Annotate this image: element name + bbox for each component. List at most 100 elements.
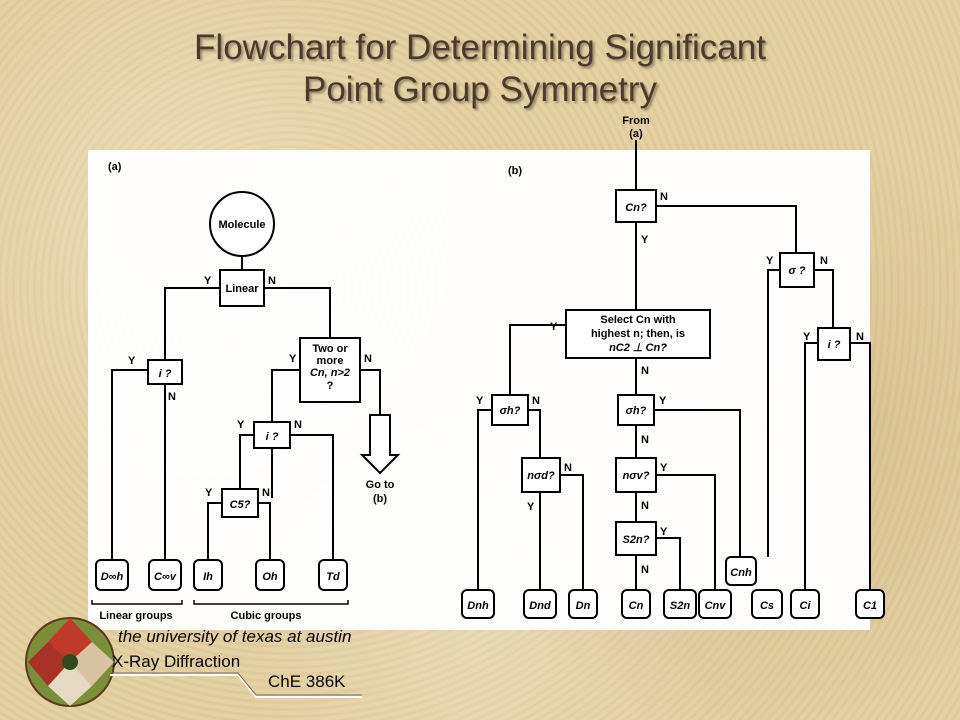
no-label: N <box>532 395 540 407</box>
inversion-node-b <box>817 327 851 361</box>
course-code: ChE 386K <box>268 672 346 691</box>
result-node <box>523 589 557 619</box>
from-line-1: From <box>622 115 650 127</box>
no-label: N <box>268 275 276 287</box>
no-label: N <box>820 255 828 267</box>
result-node <box>148 559 182 591</box>
group-brackets <box>91 600 349 605</box>
slide-title-line-2: Point Group Symmetry <box>303 70 657 109</box>
molecule-node <box>209 191 275 257</box>
result-node <box>568 589 598 619</box>
result-node <box>698 589 732 619</box>
result-label-ci: Ci <box>800 600 812 612</box>
select-cn-line-2: highest n; then, is <box>591 328 685 340</box>
result-label-dinfh: D∞h <box>101 571 124 583</box>
yes-label: Y <box>660 462 668 474</box>
result-node <box>255 559 285 591</box>
result-label-cnh: Cnh <box>730 567 752 579</box>
go-to-line-1: Go to <box>366 479 395 491</box>
from-line-2: (a) <box>629 128 643 140</box>
yes-label: Y <box>237 419 245 431</box>
result-label-ih: Ih <box>203 571 213 583</box>
yes-label: Y <box>803 331 811 343</box>
result-node <box>621 589 651 619</box>
yes-label: Y <box>289 353 297 365</box>
go-to-line-2: (b) <box>373 493 387 505</box>
sigma-h-label-left: σh? <box>500 405 521 417</box>
sigma-h-node-left <box>491 394 529 426</box>
multiple-cn-node <box>299 337 361 403</box>
cn-node <box>615 189 657 223</box>
go-to-arrow <box>359 414 401 475</box>
panel-a-label: (a) <box>108 161 122 173</box>
result-node <box>193 559 223 591</box>
no-label: N <box>262 487 270 499</box>
result-node <box>461 589 495 619</box>
select-cn-line-3: nC2 ⊥ Cn? <box>609 342 667 354</box>
result-label-dnh: Dnh <box>467 600 489 612</box>
no-label: N <box>168 391 176 403</box>
sigma-h-label-center: σh? <box>626 405 647 417</box>
result-label-td: Td <box>326 571 340 583</box>
sigma-label: σ ? <box>788 265 805 277</box>
no-label: N <box>641 500 649 512</box>
university-name: the university of texas at austin <box>118 627 352 646</box>
molecule-label: Molecule <box>218 219 265 231</box>
flowchart-lines <box>111 140 871 590</box>
s2n-label: S2n? <box>623 534 650 546</box>
yes-label: Y <box>550 321 558 333</box>
result-node <box>751 589 783 619</box>
result-node <box>318 559 348 591</box>
n-sigma-v-label: nσv? <box>623 470 650 482</box>
select-cn-node <box>565 309 711 359</box>
no-label: N <box>294 419 302 431</box>
no-label: N <box>641 434 649 446</box>
result-label-cn: Cn <box>629 600 644 612</box>
cubic-groups-label: Cubic groups <box>231 610 302 622</box>
linear-node <box>219 269 265 307</box>
result-label-dnd: Dnd <box>529 600 551 612</box>
yes-label: Y <box>641 234 649 246</box>
yes-label: Y <box>659 395 667 407</box>
yes-label: Y <box>204 275 212 287</box>
no-label: N <box>364 353 372 365</box>
no-label: N <box>641 365 649 377</box>
sigma-node <box>779 252 815 288</box>
c5-label: C5? <box>230 499 251 511</box>
n-sigma-d-label: nσd? <box>527 470 555 482</box>
slide-title-line-1: Flowchart for Determining Significant <box>194 28 766 67</box>
select-cn-line-1: Select Cn with <box>600 314 675 326</box>
multiple-cn-line-3: Cn, n>2 <box>310 367 350 379</box>
linear-groups-label: Linear groups <box>99 610 172 622</box>
inversion-node-cubic <box>253 421 291 449</box>
yes-label: Y <box>205 487 213 499</box>
multiple-cn-line-2: more <box>317 355 344 367</box>
n-sigma-d-node <box>521 457 561 493</box>
yes-label: Y <box>766 255 774 267</box>
university-emblem-icon <box>25 617 115 707</box>
multiple-cn-line-4: ? <box>327 380 334 392</box>
result-label-cnv: Cnv <box>705 600 727 612</box>
s2n-node <box>615 521 657 556</box>
n-sigma-v-node <box>615 457 657 493</box>
result-label-c1: C1 <box>863 600 877 612</box>
result-label-oh: Oh <box>262 571 278 583</box>
multiple-cn-line-1: Two or <box>312 343 348 355</box>
result-label-s2n: S2n <box>670 600 690 612</box>
yes-label: Y <box>527 501 535 513</box>
yes-label: Y <box>128 355 136 367</box>
cn-label: Cn? <box>625 202 647 214</box>
result-node <box>95 559 129 591</box>
result-label-cinfv: C∞v <box>154 571 177 583</box>
yes-label: Y <box>660 526 668 538</box>
result-node <box>855 589 885 619</box>
panel-b-label: (b) <box>508 165 522 177</box>
sigma-h-node-center <box>617 394 655 426</box>
result-label-cs: Cs <box>760 600 774 612</box>
linear-label: Linear <box>225 283 259 295</box>
result-node <box>663 589 697 619</box>
inversion-label-a: i ? <box>159 368 172 380</box>
result-node <box>790 589 820 619</box>
